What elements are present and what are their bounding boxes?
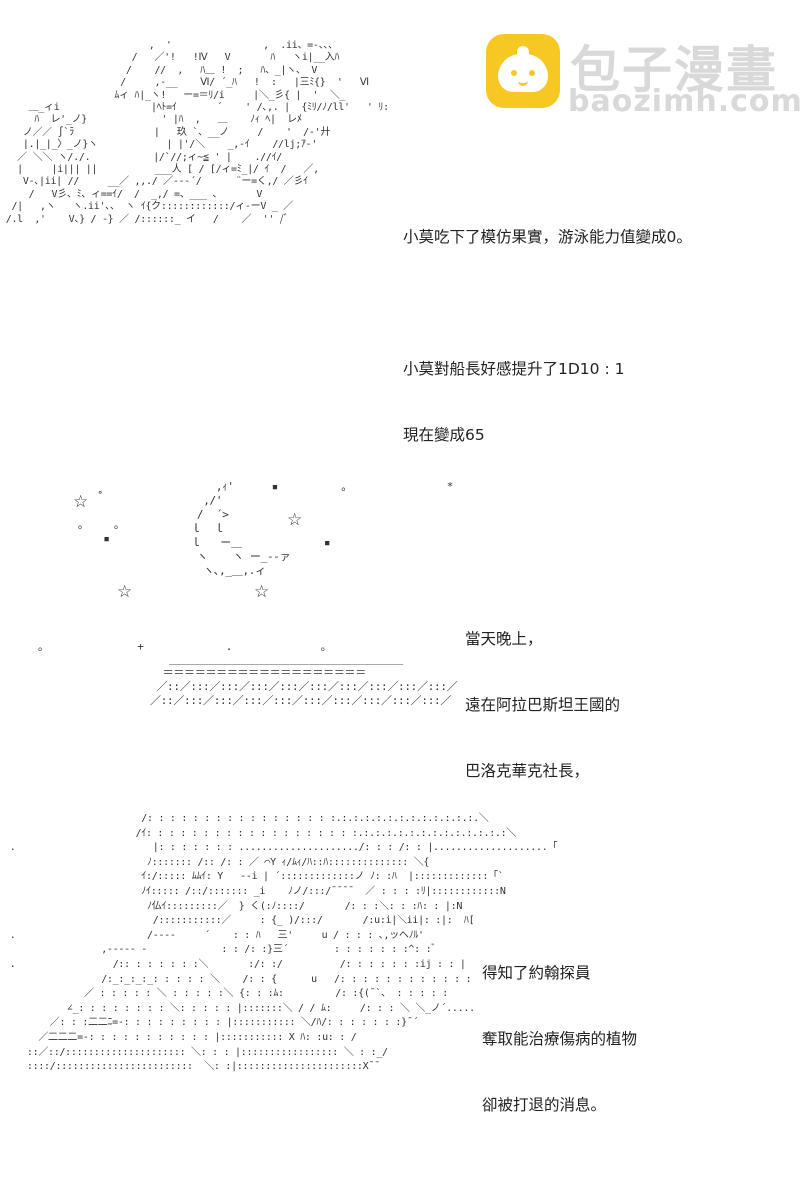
star-icon: ☆ (254, 582, 270, 602)
panel1-caption: 小莫吃下了模仿果實，游泳能力值變成0。 小莫對船長好感提升了1D10 : 1 現… (403, 182, 692, 468)
panel2-caption-line1: 當天晚上， (465, 630, 543, 648)
sky-dots-lower: 。 + . 。 (38, 640, 332, 653)
panel2-caption: 當天晚上， 遠在阿拉巴斯坦王國的 巴洛克華克社長， (465, 584, 620, 804)
panel3-caption: 得知了約翰探員 奪取能治療傷病的植物 卻被打退的消息。 (482, 918, 637, 1138)
panel1-ascii-art: , ' , .ii、=-、、、 / ／'! !Ⅳ V ﾊ ヽi|__入ﾊ / /… (5, 40, 389, 225)
sea-ascii-art: _____________________________________ ＝＝… (150, 652, 458, 707)
panel2-caption-line3: 巴洛克華克社長， (465, 762, 590, 780)
panel1-caption-line1: 小莫吃下了模仿果實，游泳能力值變成0。 (403, 228, 692, 246)
bun-eye-left (511, 70, 517, 76)
star-icon: ☆ (73, 492, 89, 512)
sky-dots: ˚ 。 。 ▪ (77, 490, 125, 545)
panel3-caption-line1: 得知了約翰探員 (482, 964, 591, 982)
logo-url: baozimh.com (568, 84, 800, 119)
panel3-caption-line2: 奪取能治療傷病的植物 (482, 1030, 638, 1048)
baozi-logo-icon (486, 34, 560, 108)
panel3-ascii-art: /: : : : : : : : : : : : : : : : :.:.:.:… (9, 813, 558, 1073)
panel2-caption-line2: 遠在阿拉巴斯坦王國的 (465, 696, 621, 714)
bun-mouth (518, 78, 528, 86)
star-icon: ☆ (117, 582, 133, 602)
logo-title: 包子漫畫 (570, 41, 778, 99)
panel3-caption-line3: 卻被打退的消息。 (482, 1096, 607, 1114)
star-icon: ☆ (287, 510, 303, 530)
panel1-caption-line2: 小莫對船長好感提升了1D10 : 1 (403, 360, 625, 378)
moon-ascii-art: ,ｨ' ▪ 。 * ,/' / ´> ｌ ｌ ｌ ー＿ ▪ ヽ ヽ ー_--ァ … (190, 480, 454, 577)
bun-eye-right (529, 70, 535, 76)
panel1-caption-line3: 現在變成65 (403, 426, 485, 444)
bun-icon (498, 46, 548, 92)
